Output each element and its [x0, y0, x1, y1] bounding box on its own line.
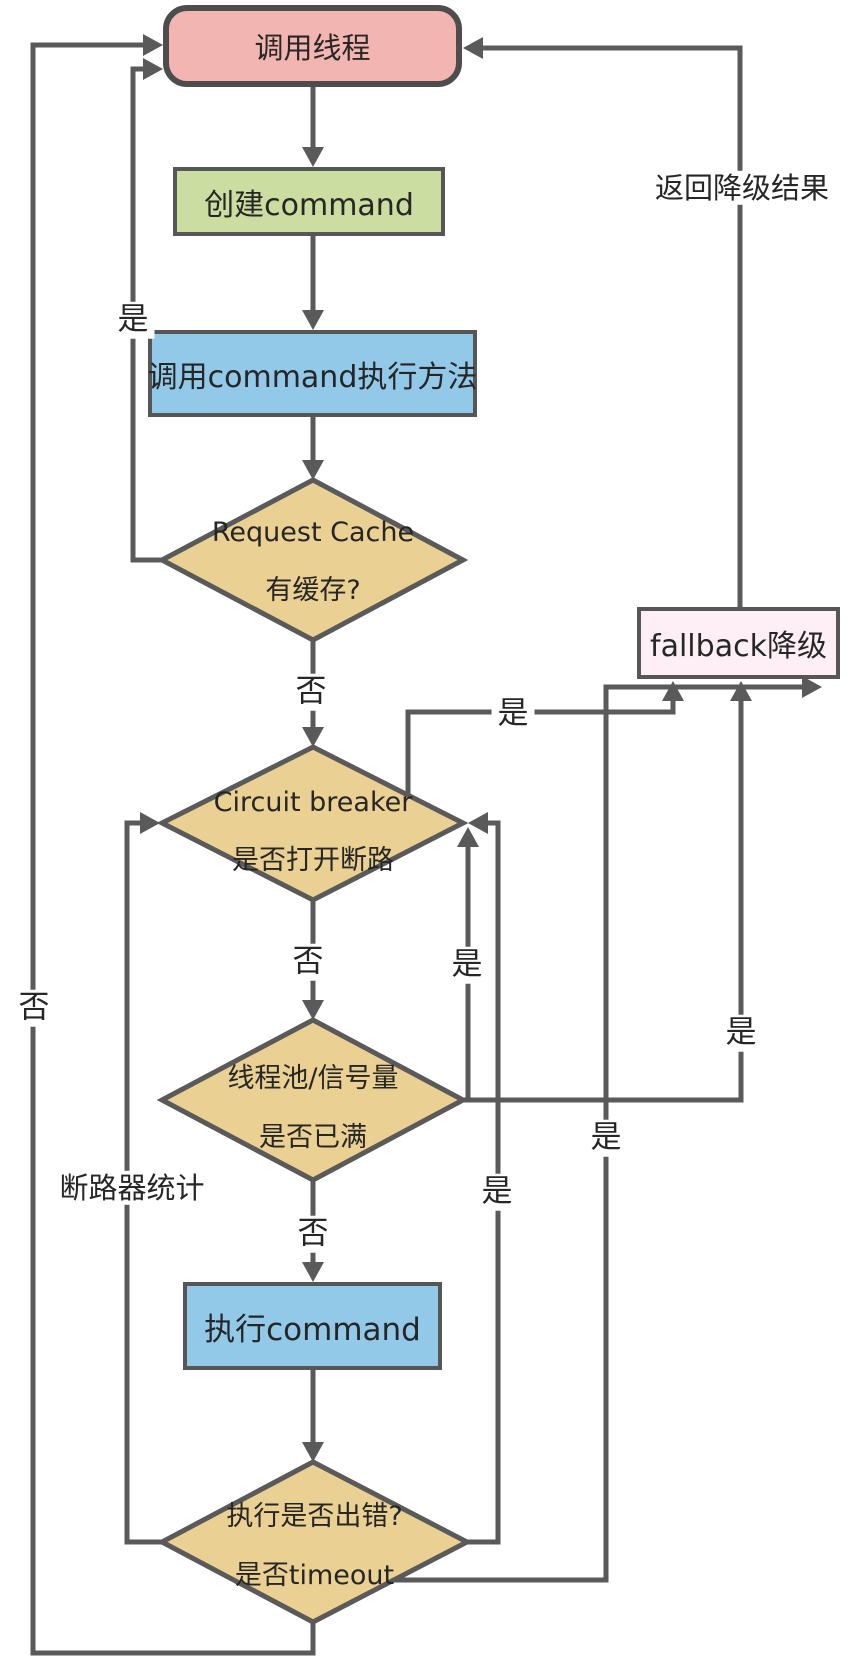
decision-request-cache [156, 477, 469, 643]
edge-error-no-return-to-caller [30, 34, 316, 1656]
label-error-yes-fallback: 是 [584, 1119, 628, 1157]
edge-invoke-to-cache [302, 417, 324, 480]
edge-execute-to-error [302, 1370, 324, 1462]
label-pool-yes-right: 是 [719, 1014, 763, 1052]
label-breaker-no: 否 [286, 943, 330, 981]
label-error-yes-breaker: 是 [475, 1173, 519, 1211]
node-create-command: 创建command [173, 167, 445, 236]
label-pool-no: 否 [291, 1215, 335, 1253]
decision-thread-pool [156, 1017, 469, 1183]
label-error-no: 否 [12, 989, 56, 1027]
label-cache-yes: 是 [111, 301, 155, 339]
edge-create-to-invoke [302, 236, 324, 330]
label-return-result: 返回降级结果 [648, 170, 836, 206]
node-fallback: fallback降级 [637, 607, 840, 679]
edge-pool-yes-to-fallback [463, 681, 752, 1103]
label-breaker-yes: 是 [491, 695, 535, 733]
node-invoke-command-label: 调用command执行方法 [147, 359, 478, 395]
decision-circuit-breaker [156, 744, 469, 903]
label-pool-yes-up: 是 [445, 946, 489, 984]
node-invoke-command: 调用command执行方法 [148, 330, 477, 417]
node-caller-thread: 调用线程 [163, 5, 462, 87]
node-execute-command: 执行command [183, 1282, 442, 1370]
edge-fallback-return-to-caller [463, 37, 743, 607]
decision-execute-error [156, 1459, 473, 1625]
node-create-command-label: 创建command [204, 187, 414, 223]
edge-breaker-yes-to-fallback [405, 681, 684, 795]
label-cache-no: 否 [289, 673, 333, 711]
node-execute-command-label: 执行command [204, 1311, 421, 1348]
node-caller-thread-label: 调用线程 [254, 31, 371, 65]
edge-caller-to-create [302, 87, 324, 167]
label-breaker-stats: 断路器统计 [53, 1170, 211, 1206]
node-fallback-label: fallback降级 [650, 629, 827, 664]
